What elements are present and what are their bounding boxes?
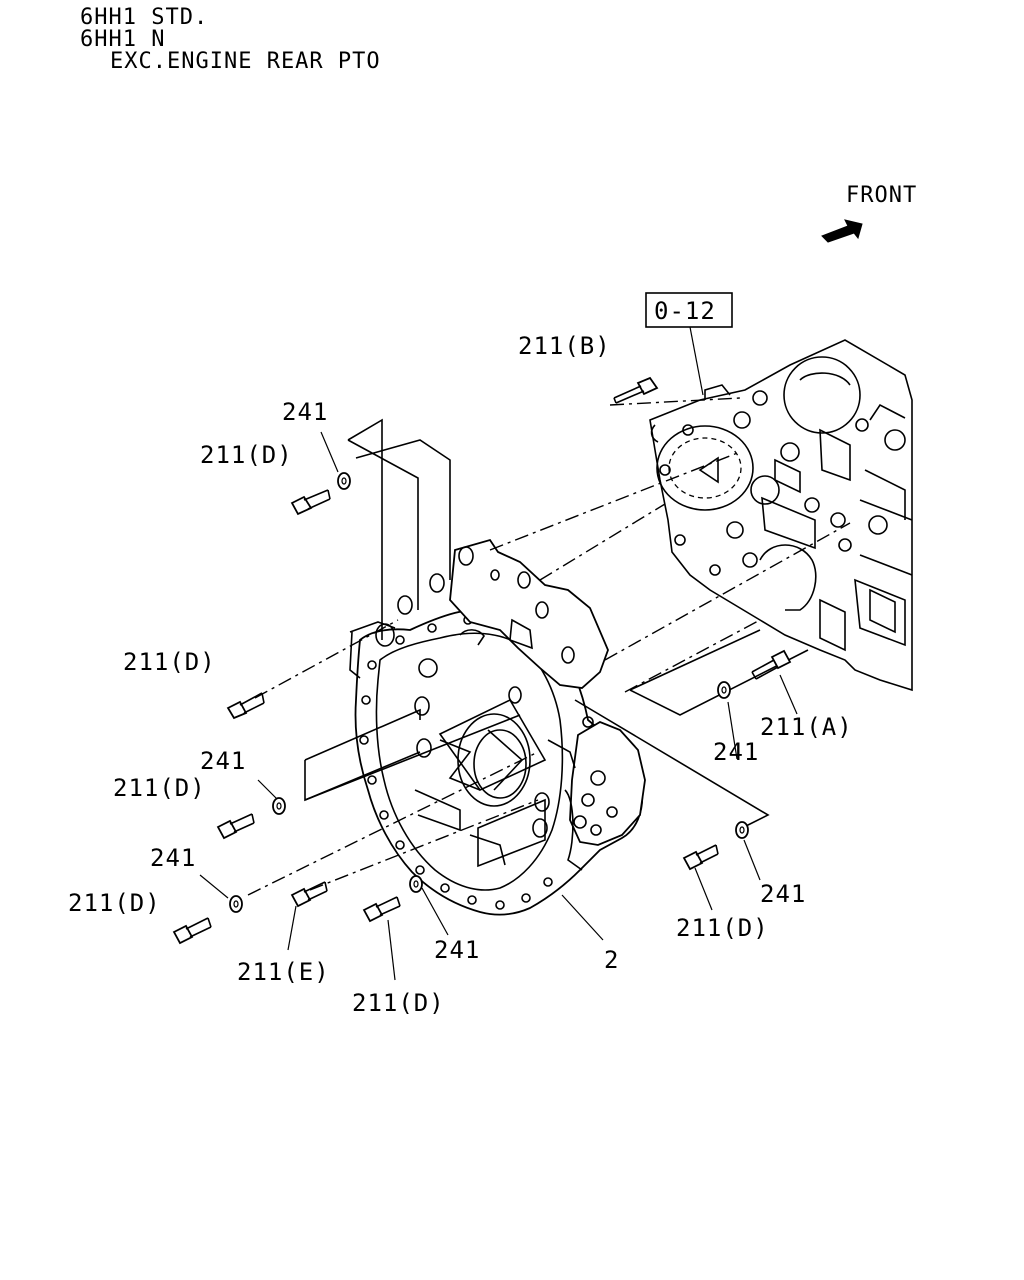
- header-line-3: EXC.ENGINE REAR PTO: [110, 49, 381, 74]
- callout-241-bottom: 241: [434, 936, 480, 964]
- callout-211-d-bottom: 211(D): [352, 989, 445, 1017]
- callout-211-e: 211(E): [237, 958, 330, 986]
- bolt-211-b: [613, 376, 659, 404]
- washer-241-lowleft: [229, 895, 243, 913]
- callout-241-top: 241: [282, 398, 328, 426]
- bolt-211-d-lowright: [682, 844, 719, 871]
- flywheel-housing: [349, 538, 646, 916]
- callout-211-d-midleft: 211(D): [123, 648, 216, 676]
- washer-241-bottom: [409, 875, 423, 893]
- washer-241-top: [337, 472, 351, 490]
- front-label: FRONT: [846, 183, 917, 208]
- callout-211-d-lowleft: 211(D): [68, 889, 161, 917]
- washer-241-lowright: [735, 821, 749, 839]
- bolt-211-d-midleft: [226, 692, 265, 720]
- bolt-211-d-bottom: [362, 896, 401, 923]
- washer-241-midright: [717, 681, 731, 699]
- bolt-211-e: [290, 881, 328, 908]
- engine-block: [649, 339, 913, 692]
- callout-part-2: 2: [604, 946, 619, 974]
- leader-lines: [199, 418, 809, 981]
- callout-211-a: 211(A): [760, 713, 853, 741]
- front-direction-arrow-icon: [821, 219, 863, 243]
- callout-211-d-lowright: 211(D): [676, 914, 769, 942]
- bolt-211-d-lowleft: [172, 917, 212, 945]
- callout-211-b: 211(B): [518, 332, 611, 360]
- bolt-211-d-left: [216, 813, 255, 840]
- washer-241-left: [272, 797, 286, 815]
- callout-241-lowright: 241: [760, 880, 806, 908]
- callout-211-d-left: 211(D): [113, 774, 206, 802]
- alignment-centerlines: [247, 397, 851, 896]
- header-line-2: 6HH1 N: [80, 27, 165, 52]
- callout-241-midright: 241: [713, 738, 759, 766]
- reference-box: 0-12: [645, 292, 733, 396]
- bolt-211-d-top: [290, 489, 331, 516]
- reference-box-label: 0-12: [654, 297, 716, 325]
- header-line-1: 6HH1 STD.: [80, 5, 208, 30]
- callout-241-left: 241: [200, 747, 246, 775]
- callout-211-d-top: 211(D): [200, 441, 293, 469]
- callout-241-lowleft: 241: [150, 844, 196, 872]
- bolt-211-a: [751, 649, 792, 680]
